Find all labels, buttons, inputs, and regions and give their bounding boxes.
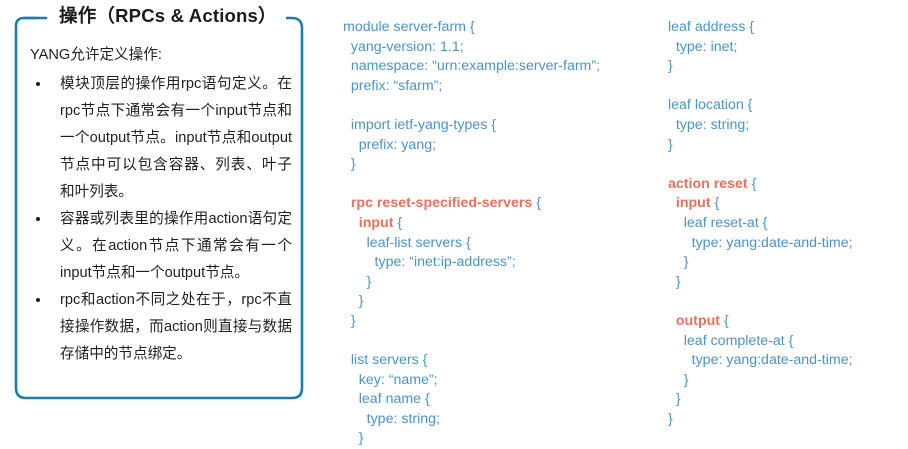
- code-line: }: [343, 430, 364, 447]
- code-line: [668, 155, 853, 175]
- code-line: }: [343, 156, 356, 173]
- code-line: type: string;: [668, 116, 750, 133]
- callout-bullet-list: 模块顶层的操作用rpc语句定义。在rpc节点下通常会有一个input节点和一个o…: [30, 71, 292, 368]
- code-line: input {: [675, 195, 720, 212]
- callout-intro-text: YANG允许定义操作:: [30, 47, 162, 63]
- code-line: leaf address {: [668, 19, 754, 35]
- code-keyword: rpc reset-specified-servers: [350, 195, 533, 212]
- code-line: prefix: “sfarm”;: [343, 77, 443, 94]
- code-line: type: inet;: [668, 38, 738, 55]
- list-item: 容器或列表里的操作用action语句定义。在action节点下通常会有一个inp…: [30, 206, 292, 287]
- code-line: leaf location {: [668, 97, 753, 114]
- yang-code-column-middle: module server-farm { yang-version: 1.1; …: [343, 18, 600, 449]
- code-line: [343, 96, 600, 116]
- code-line: leaf complete-at {: [668, 332, 794, 349]
- code-line: type: “inet:ip-address”;: [343, 254, 516, 271]
- code-line: }: [668, 391, 681, 408]
- code-line: yang-version: 1.1;: [343, 38, 464, 55]
- code-line: type: yang:date-and-time;: [668, 234, 853, 251]
- code-line: }: [668, 58, 673, 75]
- yang-code-column-right: leaf address { type: inet;} leaf location…: [668, 18, 853, 429]
- code-line: list servers {: [343, 352, 428, 369]
- bullet-dot-icon: [36, 298, 40, 302]
- code-keyword: output: [675, 312, 721, 329]
- callout-title: 操作（RPCs & Actions）: [50, 4, 286, 28]
- bullet-dot-icon: [36, 217, 40, 221]
- code-line: }: [668, 371, 689, 388]
- code-line: output {: [675, 312, 729, 329]
- list-item: 模块顶层的操作用rpc语句定义。在rpc节点下通常会有一个input节点和一个o…: [30, 71, 292, 206]
- code-line: leaf reset-at {: [668, 214, 768, 231]
- operations-callout-panel: 操作（RPCs & Actions） YANG允许定义操作: 模块顶层的操作用r…: [14, 4, 304, 400]
- code-line: [343, 332, 600, 352]
- code-line: }: [668, 254, 689, 271]
- bullet-dot-icon: [36, 82, 40, 86]
- code-line: key: “name”;: [343, 371, 438, 388]
- code-line: [343, 175, 600, 195]
- code-line: import ietf-yang-types {: [343, 116, 496, 133]
- code-line: }: [668, 410, 673, 427]
- code-keyword: input: [675, 195, 711, 212]
- code-line: }: [668, 273, 681, 290]
- code-line: rpc reset-specified-servers {: [350, 195, 541, 212]
- code-line: prefix: yang;: [343, 136, 437, 153]
- code-keyword: action reset: [668, 175, 748, 192]
- code-line: type: yang:date-and-time;: [668, 352, 853, 369]
- code-line: input {: [358, 214, 403, 231]
- callout-body: YANG允许定义操作: 模块顶层的操作用rpc语句定义。在rpc节点下通常会有一…: [30, 42, 292, 368]
- code-line: namespace: “urn:example:server-farm”;: [343, 58, 601, 75]
- list-item: rpc和action不同之处在于，rpc不直接操作数据，而action则直接与数…: [30, 287, 292, 368]
- bullet-text: 模块顶层的操作用rpc语句定义。在rpc节点下通常会有一个input节点和一个o…: [60, 76, 292, 200]
- code-line: }: [343, 273, 372, 290]
- bullet-text: rpc和action不同之处在于，rpc不直接操作数据，而action则直接与数…: [60, 292, 292, 362]
- code-line: type: string;: [343, 410, 440, 427]
- bullet-text: 容器或列表里的操作用action语句定义。在action节点下通常会有一个inp…: [60, 211, 292, 281]
- code-line: leaf name {: [343, 391, 430, 408]
- code-line: [668, 77, 853, 97]
- code-line: leaf-list servers {: [343, 234, 471, 251]
- code-line: module server-farm {: [343, 19, 475, 35]
- code-line: action reset {: [668, 175, 757, 192]
- code-keyword: input: [358, 214, 394, 231]
- code-line: }: [343, 293, 364, 310]
- code-line: }: [343, 312, 356, 329]
- code-line: [668, 292, 853, 312]
- code-line: }: [668, 136, 673, 153]
